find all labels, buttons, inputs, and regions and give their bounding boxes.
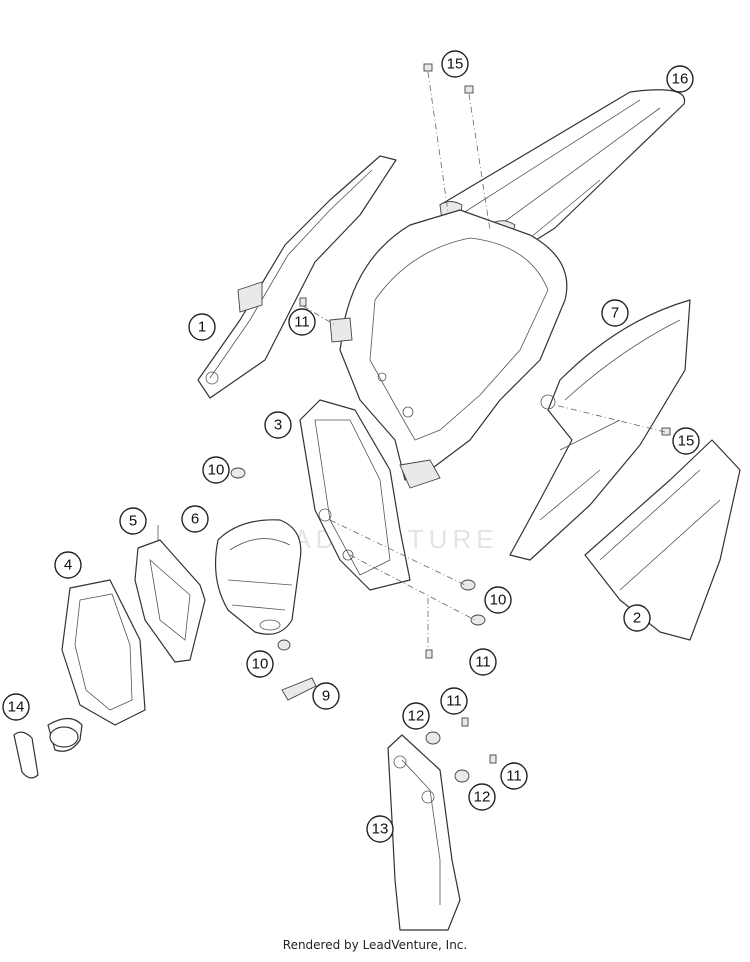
svg-text:1: 1	[198, 319, 206, 336]
callout-12: 12	[468, 783, 496, 811]
part-filter-cage	[134, 525, 206, 663]
fastener-grommet	[277, 639, 291, 651]
fastener-grommet	[460, 579, 476, 591]
svg-text:9: 9	[322, 688, 330, 705]
svg-text:11: 11	[446, 693, 462, 710]
part-frame-protector	[387, 734, 461, 931]
fastener-grommet	[470, 614, 486, 626]
footer-credit: Rendered by LeadVenture, Inc.	[282, 938, 468, 952]
svg-text:15: 15	[678, 433, 695, 450]
callout-3: 3	[264, 411, 292, 439]
callout-4: 4	[54, 551, 82, 579]
svg-text:15: 15	[447, 56, 464, 73]
svg-text:16: 16	[672, 71, 689, 88]
callout-1: 1	[188, 313, 216, 341]
part-number-plate-left	[197, 155, 397, 399]
fastener-nut-15	[464, 85, 474, 94]
part-hose-clamp	[13, 731, 39, 779]
svg-text:12: 12	[474, 789, 491, 806]
leader-lines	[302, 71, 666, 650]
callout-15: 15	[672, 427, 700, 455]
callout-7: 7	[601, 299, 629, 327]
fastener-grommet-12	[425, 731, 441, 745]
svg-text:6: 6	[191, 511, 199, 528]
part-airbox-housing	[329, 209, 568, 489]
svg-text:10: 10	[252, 656, 269, 673]
fastener-grommet-12	[454, 769, 470, 783]
fastener-screw-11	[425, 649, 433, 659]
part-side-cover-right	[509, 299, 691, 561]
svg-text:4: 4	[64, 557, 72, 574]
callout-10: 10	[246, 650, 274, 678]
svg-text:2: 2	[633, 610, 641, 627]
callout-11: 11	[469, 648, 497, 676]
fastener-clip-9	[281, 677, 317, 701]
part-filter-box-lid	[61, 579, 146, 726]
callout-16: 16	[666, 65, 694, 93]
svg-text:5: 5	[129, 513, 137, 530]
fastener-screw-11	[299, 297, 307, 307]
svg-text:11: 11	[506, 768, 522, 785]
fastener-screw-11	[489, 754, 497, 764]
callout-2: 2	[623, 604, 651, 632]
callout-9: 9	[312, 682, 340, 710]
svg-text:3: 3	[274, 417, 282, 434]
svg-text:10: 10	[208, 462, 225, 479]
svg-text:10: 10	[490, 592, 507, 609]
part-air-filter	[214, 519, 302, 635]
callout-13: 13	[366, 815, 394, 843]
callout-6: 6	[181, 505, 209, 533]
callout-12: 12	[402, 702, 430, 730]
callout-10: 10	[484, 586, 512, 614]
fastener-screw-11	[461, 717, 469, 727]
svg-text:11: 11	[475, 654, 491, 671]
fastener-nut-15	[423, 63, 433, 72]
svg-text:7: 7	[611, 305, 619, 322]
part-intake-boot	[47, 717, 83, 752]
svg-text:13: 13	[372, 821, 389, 838]
svg-text:12: 12	[408, 708, 425, 725]
callout-11: 11	[288, 308, 316, 336]
svg-text:14: 14	[8, 699, 25, 716]
callout-14: 14	[2, 693, 30, 721]
callout-15: 15	[441, 50, 469, 78]
fastener-grommet	[230, 467, 246, 479]
callout-10: 10	[202, 456, 230, 484]
callout-11: 11	[500, 762, 528, 790]
callout-11: 11	[440, 687, 468, 715]
callout-5: 5	[119, 507, 147, 535]
svg-text:11: 11	[294, 314, 310, 331]
